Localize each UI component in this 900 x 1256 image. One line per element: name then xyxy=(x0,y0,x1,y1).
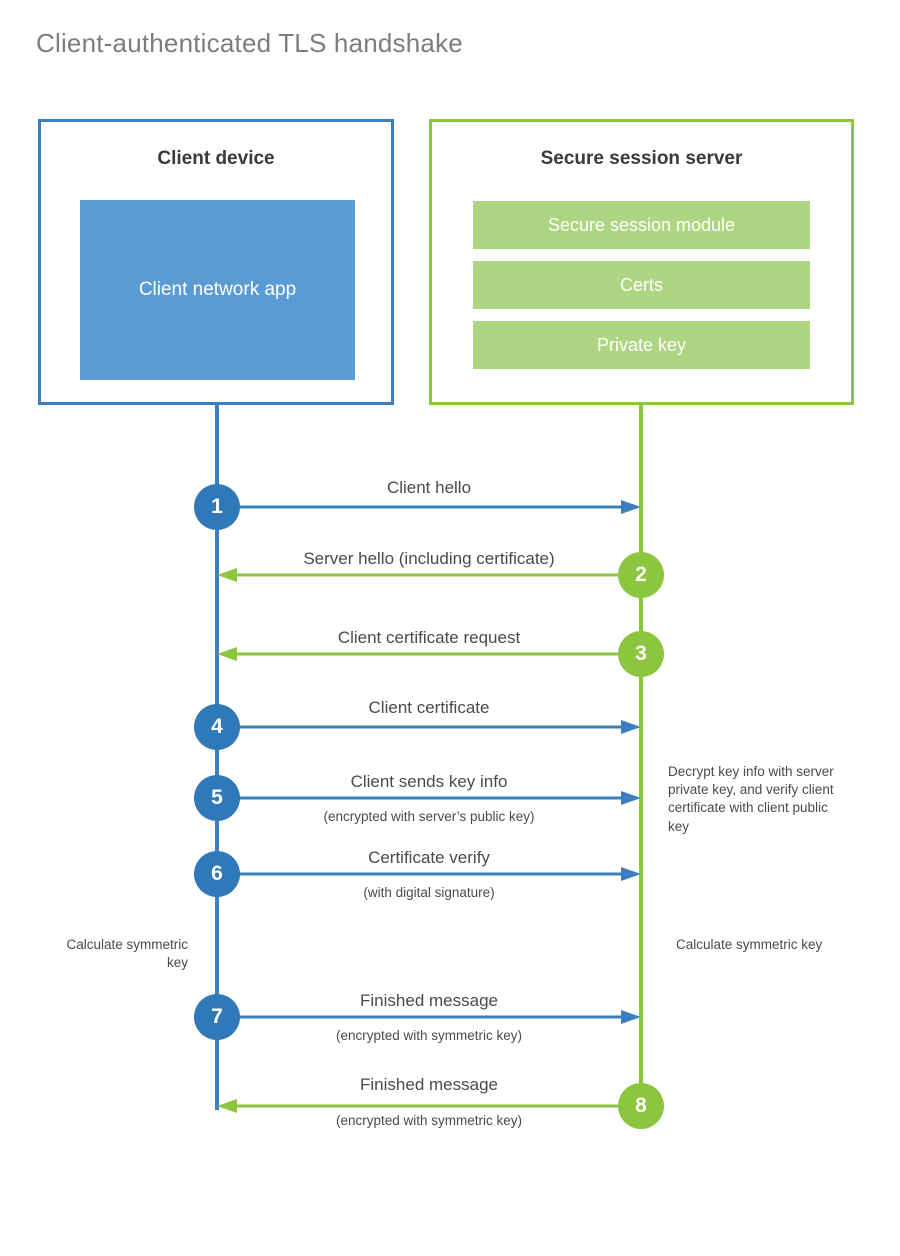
step-1-label: Client hello xyxy=(386,478,472,497)
step-2-arrow-left xyxy=(217,567,641,583)
step-6-number: 6 xyxy=(194,851,240,897)
step-7-sublabel: (encrypted with symmetric key) xyxy=(335,1028,523,1043)
server-module-private-key: Private key xyxy=(473,321,810,369)
server-lifeline xyxy=(639,403,643,1105)
page-title: Client-authenticated TLS handshake xyxy=(36,28,463,58)
note-server-decrypt: Decrypt key info with server private key… xyxy=(668,764,834,834)
step-7-label: Finished message xyxy=(360,991,498,1010)
secure-session-server-box: Secure session server Secure session mod… xyxy=(429,119,854,405)
step-5-number: 5 xyxy=(194,775,240,821)
step-1-arrow-right xyxy=(217,499,641,515)
step-6-sublabel: (with digital signature) xyxy=(363,885,495,900)
step-3-number: 3 xyxy=(618,631,664,677)
step-2-label: Server hello (including certificate) xyxy=(303,549,555,568)
step-5-sublabel: (encrypted with server’s public key) xyxy=(323,809,535,824)
step-7-number: 7 xyxy=(194,994,240,1040)
note-client-calculate-symmetric-key: Calculate symmetric key xyxy=(66,937,188,971)
step-8-number: 8 xyxy=(618,1083,664,1129)
step-8-arrow-left xyxy=(217,1098,641,1114)
step-3-arrow-left xyxy=(217,646,641,662)
step-5-label: Client sends key info xyxy=(350,772,508,791)
step-6-label: Certificate verify xyxy=(368,848,490,867)
server-module-secure-session-module: Secure session module xyxy=(473,201,810,249)
step-7-arrow-right xyxy=(217,1009,641,1025)
step-1-number: 1 xyxy=(194,484,240,530)
client-network-app-block: Client network app xyxy=(80,200,355,380)
step-6-arrow-right xyxy=(217,866,641,882)
server-module-certs: Certs xyxy=(473,261,810,309)
secure-session-server-title: Secure session server xyxy=(540,148,743,169)
step-4-number: 4 xyxy=(194,704,240,750)
step-8-sublabel: (encrypted with symmetric key) xyxy=(335,1113,523,1128)
step-4-arrow-right xyxy=(217,719,641,735)
step-2-number: 2 xyxy=(618,552,664,598)
note-server-calculate-symmetric-key: Calculate symmetric key xyxy=(676,937,823,952)
client-device-box: Client device Client network app xyxy=(38,119,394,405)
step-8-label: Finished message xyxy=(360,1075,498,1094)
step-3-label: Client certificate request xyxy=(337,628,521,647)
step-4-label: Client certificate xyxy=(368,698,490,717)
client-device-title: Client device xyxy=(157,148,275,169)
server-module-list: Secure session module Certs Private key xyxy=(473,201,810,369)
client-lifeline xyxy=(215,403,219,1110)
step-5-arrow-right xyxy=(217,790,641,806)
